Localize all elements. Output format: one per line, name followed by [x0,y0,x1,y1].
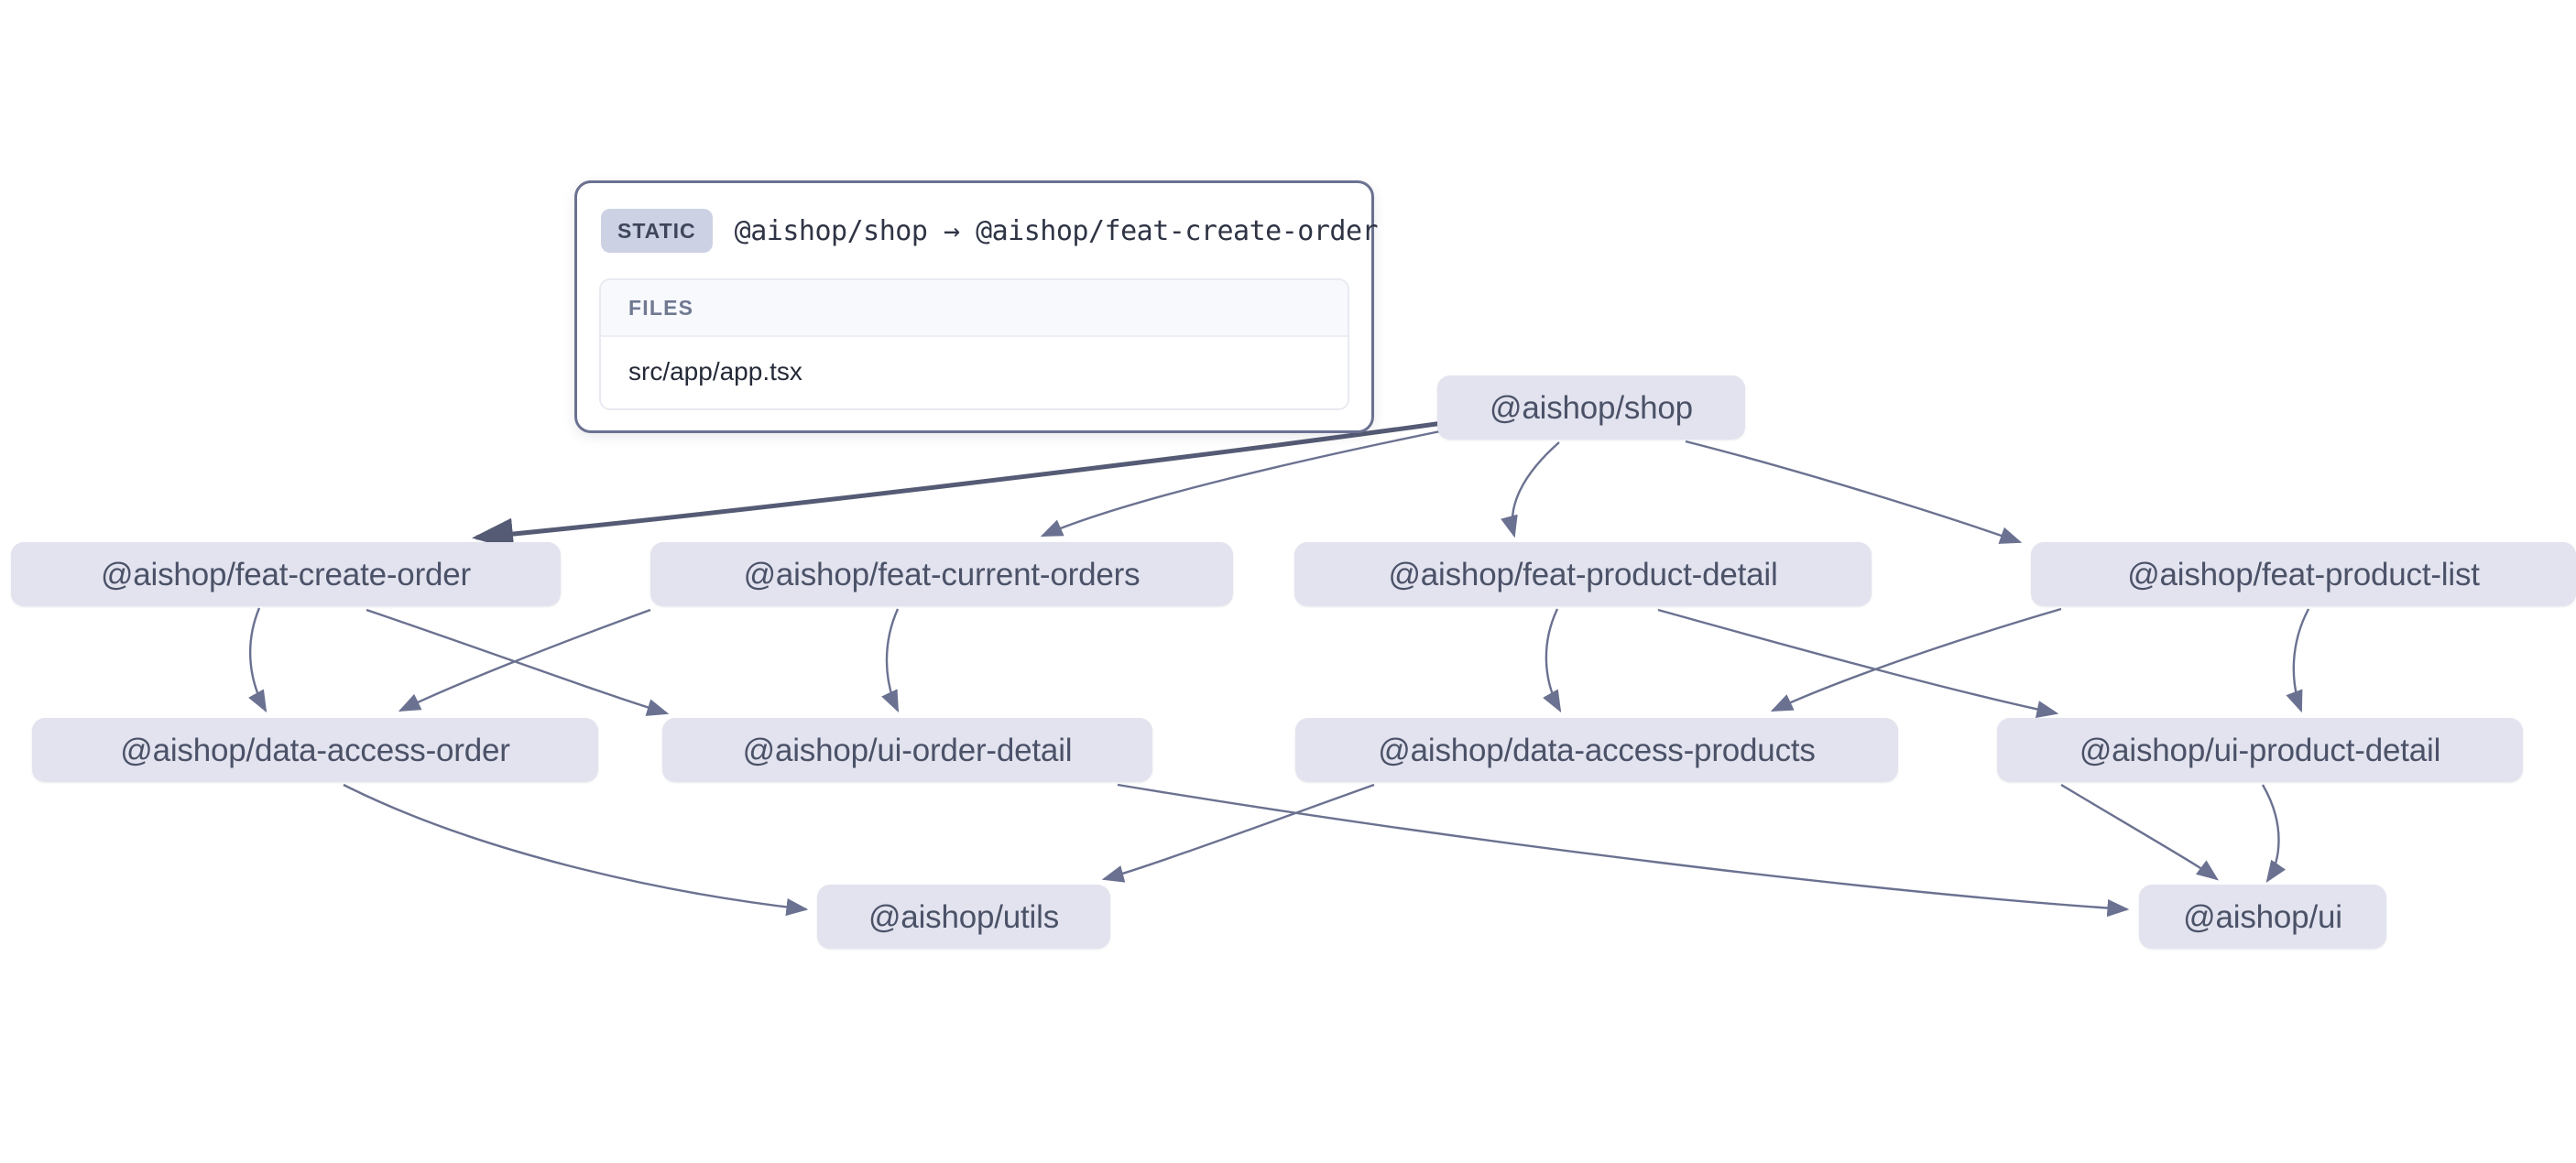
node-label: @aishop/feat-create-order [100,556,472,592]
node-label: @aishop/ui-order-detail [742,732,1073,768]
tooltip-header: STATIC @aishop/shop → @aishop/feat-creat… [599,205,1379,256]
edge-feat-product-detail-to-ui-product-detail [1657,608,2059,718]
node-label: @aishop/feat-product-detail [1388,556,1778,592]
graph-node-feat-product-list[interactable]: @aishop/feat-product-list [2031,542,2576,606]
edge-feat-product-list-to-data-access-products [1770,607,2062,712]
edge-shop-to-feat-product-list [1685,440,2023,544]
edge-data-access-products-to-utils [1101,783,1375,883]
edge-ui-product-detail-right-to-ui [2261,784,2287,883]
edge-shop-to-feat-create-order [472,420,1444,550]
node-label: @aishop/shop [1490,389,1693,426]
graph-node-shop[interactable]: @aishop/shop [1437,375,1745,440]
graph-node-ui-order-detail[interactable]: @aishop/ui-order-detail [662,718,1152,782]
edge-ui-order-detail-to-ui [1117,783,2130,918]
edge-feat-create-order-to-data-access-order [248,607,267,713]
edge-shop-to-feat-current-orders [1040,429,1446,538]
edge-data-access-order-to-utils [343,783,809,917]
file-list-item[interactable]: src/app/app.tsx [601,337,1348,408]
node-label: @aishop/data-access-products [1378,732,1816,768]
graph-node-feat-current-orders[interactable]: @aishop/feat-current-orders [650,542,1233,606]
edge-ui-product-detail-to-ui [2060,783,2219,881]
graph-node-feat-create-order[interactable]: @aishop/feat-create-order [11,542,561,606]
graph-node-feat-product-detail[interactable]: @aishop/feat-product-detail [1294,542,1872,606]
files-panel-header: FILES [601,280,1348,337]
node-label: @aishop/feat-current-orders [743,556,1141,592]
dependency-type-badge: STATIC [601,209,713,253]
node-label: @aishop/ui [2183,898,2342,935]
node-label: @aishop/ui-product-detail [2079,732,2441,768]
edge-feat-create-order-to-ui-order-detail [366,608,670,716]
node-label: @aishop/feat-product-list [2127,556,2480,592]
node-label: @aishop/data-access-order [120,732,510,768]
graph-node-utils[interactable]: @aishop/utils [817,885,1110,949]
graph-node-data-access-products[interactable]: @aishop/data-access-products [1295,718,1898,782]
edge-feat-current-orders-to-data-access-order [398,608,651,712]
graph-node-ui[interactable]: @aishop/ui [2139,885,2386,949]
files-panel: FILES src/app/app.tsx [599,278,1349,410]
edge-feat-product-detail-to-data-access-products [1543,608,1562,713]
edge-shop-to-feat-product-detail [1501,441,1560,538]
graph-node-data-access-order[interactable]: @aishop/data-access-order [32,718,598,782]
edge-feat-current-orders-to-ui-order-detail [881,608,900,713]
dependency-title: @aishop/shop → @aishop/feat-create-order [734,214,1379,247]
graph-node-ui-product-detail[interactable]: @aishop/ui-product-detail [1997,718,2523,782]
edge-detail-tooltip[interactable]: STATIC @aishop/shop → @aishop/feat-creat… [574,180,1379,433]
edge-feat-product-list-to-ui-product-detail [2286,608,2310,713]
node-label: @aishop/utils [868,898,1060,935]
